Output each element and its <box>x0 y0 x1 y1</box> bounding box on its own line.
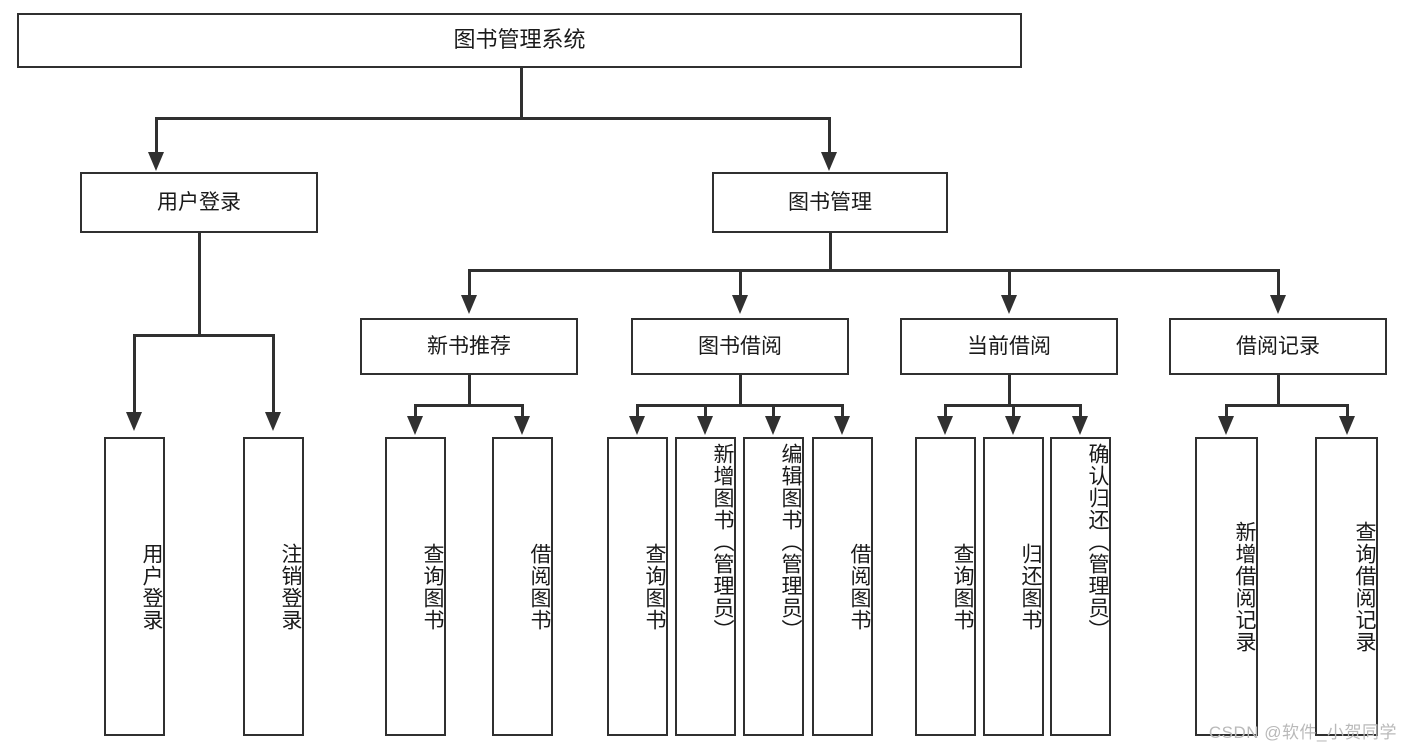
connector-level2-drop-4 <box>1277 269 1280 297</box>
arrow-to-leaf-user-login <box>126 412 142 431</box>
arrow-to-leaf-borrow-book-2 <box>834 416 850 435</box>
arrow-to-leaf-query-book-1 <box>407 416 423 435</box>
node-label: 借阅图书 <box>848 542 871 631</box>
node-current-borrow[interactable]: 当前借阅 <box>900 318 1118 375</box>
connector-level2-drop-3 <box>1008 269 1011 297</box>
arrow-to-current-borrow <box>1001 295 1017 314</box>
arrow-to-leaf-borrow-book-1 <box>514 416 530 435</box>
connector-current-borrow-drop-1 <box>944 404 947 418</box>
connector-user-login-drop-1 <box>133 334 136 415</box>
connector-new-book-drop-2 <box>521 404 524 418</box>
leaf-query-book-1[interactable]: 查询图书 <box>385 437 446 736</box>
connector-level2-bus <box>468 269 1280 272</box>
connector-root-stem <box>520 68 523 119</box>
node-label: 借阅图书 <box>528 542 551 631</box>
leaf-query-book-2[interactable]: 查询图书 <box>607 437 668 736</box>
watermark-text: CSDN @软件_小贺同学 <box>1208 723 1397 742</box>
arrow-to-leaf-query-book-2 <box>629 416 645 435</box>
arrow-to-borrow-record <box>1270 295 1286 314</box>
connector-user-login-bus <box>133 334 275 337</box>
connector-borrow-record-drop-1 <box>1225 404 1228 418</box>
node-label: 图书管理 <box>788 190 872 214</box>
connector-book-borrow-bus <box>636 404 844 407</box>
leaf-logout[interactable]: 注销登录 <box>243 437 304 736</box>
leaf-query-book-3[interactable]: 查询图书 <box>915 437 976 736</box>
node-label: 图书借阅 <box>698 334 782 358</box>
arrow-to-leaf-confirm-return <box>1072 416 1088 435</box>
leaf-borrow-book-2[interactable]: 借阅图书 <box>812 437 873 736</box>
node-user-login[interactable]: 用户登录 <box>80 172 318 233</box>
node-label: 查询图书 <box>951 542 974 631</box>
connector-user-login-drop-2 <box>272 334 275 415</box>
node-label: 查询图书 <box>643 542 666 631</box>
connector-book-borrow-drop-1 <box>636 404 639 418</box>
node-label: 查询图书 <box>421 542 444 631</box>
leaf-user-login[interactable]: 用户登录 <box>104 437 165 736</box>
connector-current-borrow-stem <box>1008 375 1011 405</box>
arrow-to-leaf-query-book-3 <box>937 416 953 435</box>
connector-borrow-record-drop-2 <box>1346 404 1349 418</box>
node-borrow-record[interactable]: 借阅记录 <box>1169 318 1387 375</box>
leaf-add-book[interactable]: 新增图书（管理员） <box>675 437 736 736</box>
connector-new-book-bus <box>414 404 524 407</box>
connector-book-borrow-drop-4 <box>841 404 844 418</box>
connector-borrow-record-stem <box>1277 375 1280 405</box>
leaf-edit-book[interactable]: 编辑图书（管理员） <box>743 437 804 736</box>
node-root-system[interactable]: 图书管理系统 <box>17 13 1022 68</box>
node-label: 编辑图书（管理员） <box>779 443 802 641</box>
node-label: 新增图书（管理员） <box>711 443 734 641</box>
node-label: 新增借阅记录 <box>1233 520 1256 653</box>
arrow-to-leaf-add-record <box>1218 416 1234 435</box>
connector-level2-drop-1 <box>468 269 471 297</box>
arrow-to-leaf-add-book <box>697 416 713 435</box>
arrow-to-leaf-edit-book <box>765 416 781 435</box>
node-book-management[interactable]: 图书管理 <box>712 172 948 233</box>
leaf-confirm-return[interactable]: 确认归还（管理员） <box>1050 437 1111 736</box>
connector-current-borrow-drop-3 <box>1079 404 1082 418</box>
connector-current-borrow-drop-2 <box>1012 404 1015 418</box>
connector-book-management-stem <box>829 233 832 272</box>
connector-book-borrow-drop-2 <box>704 404 707 418</box>
arrow-to-leaf-logout <box>265 412 281 431</box>
node-book-borrow[interactable]: 图书借阅 <box>631 318 849 375</box>
arrow-to-leaf-query-record <box>1339 416 1355 435</box>
arrow-to-user-login <box>148 152 164 171</box>
connector-book-borrow-drop-3 <box>772 404 775 418</box>
arrow-to-new-book-recommend <box>461 295 477 314</box>
node-label: 新书推荐 <box>427 334 511 358</box>
connector-book-borrow-stem <box>739 375 742 405</box>
connector-borrow-record-bus <box>1225 404 1349 407</box>
node-label: 注销登录 <box>279 542 302 631</box>
leaf-borrow-book-1[interactable]: 借阅图书 <box>492 437 553 736</box>
node-label: 查询借阅记录 <box>1353 520 1376 653</box>
node-label: 借阅记录 <box>1236 334 1320 358</box>
connector-user-login-stem <box>198 233 201 336</box>
connector-level1-drop-left <box>155 117 158 155</box>
node-label: 图书管理系统 <box>453 27 586 53</box>
node-label: 用户登录 <box>157 190 241 214</box>
node-label: 用户登录 <box>140 542 163 631</box>
arrow-to-leaf-return-book <box>1005 416 1021 435</box>
node-label: 当前借阅 <box>967 334 1051 358</box>
arrow-to-book-management <box>821 152 837 171</box>
node-new-book-recommend[interactable]: 新书推荐 <box>360 318 578 375</box>
node-label: 确认归还（管理员） <box>1086 443 1109 641</box>
connector-level1-bus <box>155 117 831 120</box>
leaf-query-record[interactable]: 查询借阅记录 <box>1315 437 1378 736</box>
leaf-return-book[interactable]: 归还图书 <box>983 437 1044 736</box>
connector-level1-drop-right <box>828 117 831 155</box>
connector-new-book-drop-1 <box>414 404 417 418</box>
connector-new-book-stem <box>468 375 471 405</box>
connector-level2-drop-2 <box>739 269 742 297</box>
arrow-to-book-borrow <box>732 295 748 314</box>
node-label: 归还图书 <box>1019 542 1042 631</box>
leaf-add-record[interactable]: 新增借阅记录 <box>1195 437 1258 736</box>
